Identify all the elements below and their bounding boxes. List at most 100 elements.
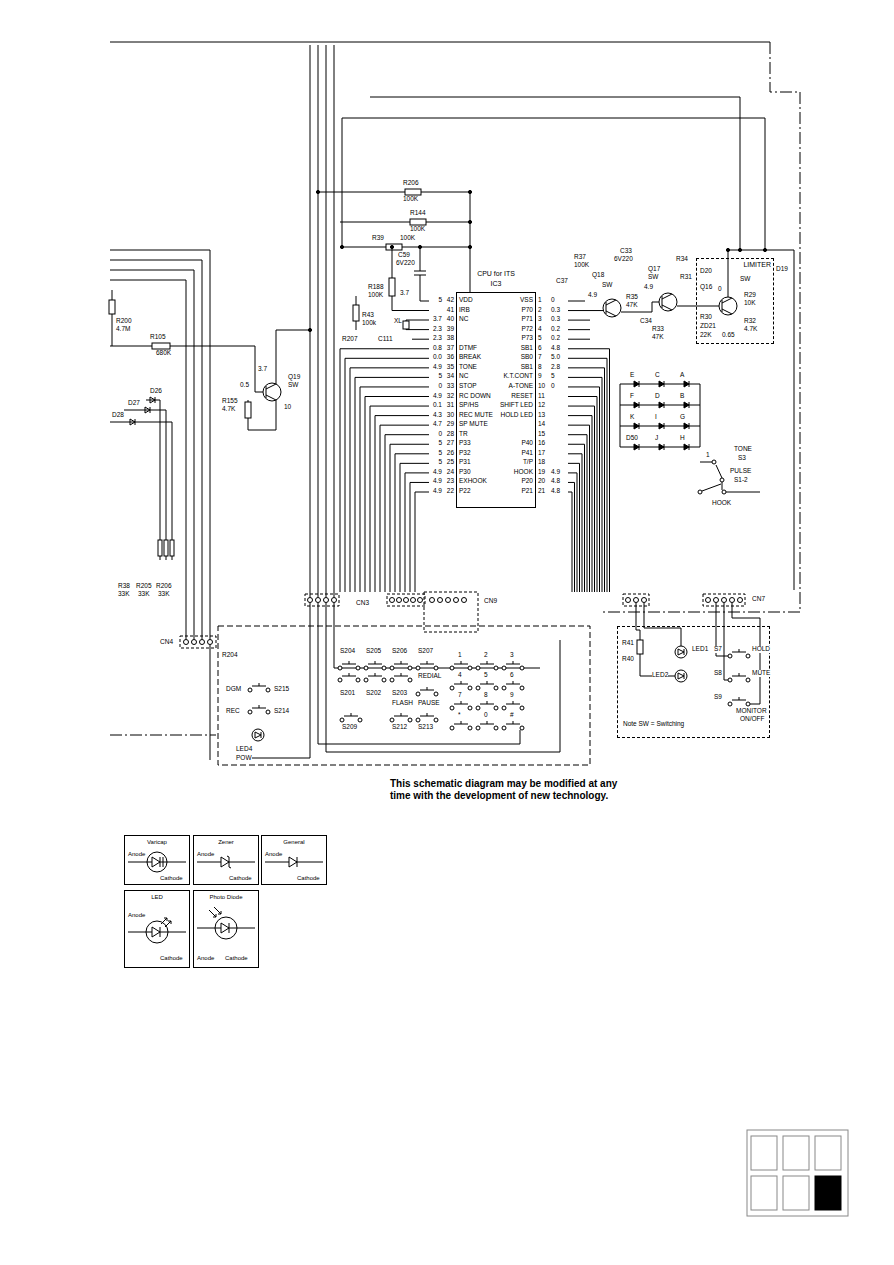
schematic-line bbox=[110, 250, 210, 640]
pin-wire bbox=[345, 358, 429, 592]
switch-symbol bbox=[344, 713, 358, 716]
part-label: 100k bbox=[362, 320, 376, 327]
switch-contact bbox=[450, 726, 454, 730]
schematic-line bbox=[637, 640, 643, 654]
symbol-circle bbox=[146, 921, 168, 943]
schematic-line bbox=[263, 383, 281, 401]
connector-pin bbox=[642, 598, 647, 603]
switch-contact bbox=[468, 666, 472, 670]
pin-number: 8 bbox=[538, 364, 542, 371]
connector-pin bbox=[404, 598, 409, 603]
connector-pin bbox=[200, 640, 205, 645]
switch-symbol bbox=[732, 673, 746, 676]
schematic-line bbox=[712, 460, 716, 464]
connector-pin bbox=[430, 598, 435, 603]
pin-name: SB1 bbox=[521, 364, 533, 371]
pin-wire bbox=[568, 310, 603, 311]
pin-wire bbox=[568, 444, 585, 592]
schematic-line bbox=[340, 247, 470, 248]
junction-dot bbox=[726, 248, 729, 251]
schematic-line bbox=[276, 330, 310, 384]
part-label: R206 bbox=[403, 180, 419, 187]
junction-dot bbox=[308, 328, 311, 331]
part-label: R144 bbox=[410, 210, 426, 217]
voltage-value: 3.7 bbox=[433, 316, 442, 323]
terminal-label: Anode bbox=[128, 851, 145, 857]
connector-pin bbox=[324, 598, 329, 603]
diode-symbol bbox=[684, 402, 689, 408]
switch-contact bbox=[468, 706, 472, 710]
schematic-line bbox=[716, 603, 760, 705]
switch-contact bbox=[364, 666, 368, 670]
part-label: S202 bbox=[366, 690, 381, 697]
pin-number: 30 bbox=[447, 412, 454, 419]
pin-name: SHIFT LED bbox=[500, 402, 533, 409]
switch-contact bbox=[382, 678, 386, 682]
switch-contact bbox=[450, 686, 454, 690]
switch-symbol bbox=[394, 661, 408, 664]
schematic-line bbox=[720, 478, 724, 482]
part-label: R29 bbox=[744, 292, 756, 299]
junction-dot bbox=[418, 245, 421, 248]
switch-contact bbox=[746, 678, 750, 682]
part-label: SW bbox=[740, 276, 750, 283]
switch-contact bbox=[434, 718, 438, 722]
connector-pin bbox=[722, 598, 727, 603]
schematic-line bbox=[392, 247, 429, 311]
switch-symbol bbox=[394, 713, 408, 716]
part-label: FLASH bbox=[392, 700, 413, 707]
diode-symbol bbox=[152, 927, 160, 937]
schematic-line bbox=[403, 321, 409, 329]
part-label: LED4 bbox=[236, 746, 252, 753]
pin-name: HOLD LED bbox=[500, 412, 533, 419]
part-label: 33K bbox=[158, 591, 170, 598]
part-label: R205 bbox=[136, 583, 152, 590]
connector-pin bbox=[192, 640, 197, 645]
pin-wire bbox=[568, 492, 572, 592]
pin-wire bbox=[568, 435, 587, 592]
schematic-line bbox=[405, 189, 421, 195]
part-label: C111 bbox=[378, 336, 393, 343]
voltage-value: 4.9 bbox=[433, 393, 442, 400]
pin-number: 15 bbox=[538, 431, 545, 438]
part-label: S204 bbox=[340, 648, 355, 655]
pin-name: REC MUTE bbox=[459, 412, 493, 419]
diode-symbol bbox=[634, 381, 639, 387]
pin-number: 31 bbox=[447, 402, 454, 409]
switch-contact bbox=[382, 666, 386, 670]
pin-wire bbox=[568, 416, 592, 592]
voltage-value: 0.8 bbox=[433, 345, 442, 352]
voltage-value: 2.3 bbox=[433, 335, 442, 342]
pin-number: 18 bbox=[538, 459, 545, 466]
diode-symbol bbox=[152, 857, 160, 867]
part-label: A bbox=[680, 372, 684, 379]
pin-number: 26 bbox=[447, 450, 454, 457]
part-label: 33K bbox=[118, 591, 130, 598]
part-label: XL bbox=[394, 318, 402, 325]
part-label: Q18 bbox=[592, 272, 604, 279]
schematic-line bbox=[702, 484, 760, 492]
switch-symbol bbox=[506, 681, 520, 684]
part-label: 9 bbox=[510, 692, 514, 699]
junction-dot bbox=[763, 248, 766, 251]
pin-wire bbox=[410, 482, 429, 592]
pin-number: 35 bbox=[447, 364, 454, 371]
part-label: MUTE bbox=[752, 670, 770, 677]
schematic-line bbox=[747, 1130, 848, 1216]
schematic-line bbox=[326, 603, 560, 753]
voltage-value: 5 bbox=[438, 297, 442, 304]
pin-name: P72 bbox=[521, 326, 533, 333]
pin-number: 14 bbox=[538, 421, 545, 428]
pin-name: IRB bbox=[459, 307, 470, 314]
symbol-circle bbox=[215, 917, 237, 939]
schematic-line bbox=[248, 400, 276, 430]
switch-contact bbox=[502, 706, 506, 710]
pin-name: VDD bbox=[459, 297, 473, 304]
connector-pin bbox=[454, 598, 459, 603]
junction-dot bbox=[738, 248, 741, 251]
switch-symbol bbox=[252, 683, 266, 686]
part-label: R206 bbox=[156, 583, 172, 590]
part-label: 10K bbox=[744, 300, 756, 307]
switch-contact bbox=[416, 718, 420, 722]
part-label: S213 bbox=[418, 724, 433, 731]
